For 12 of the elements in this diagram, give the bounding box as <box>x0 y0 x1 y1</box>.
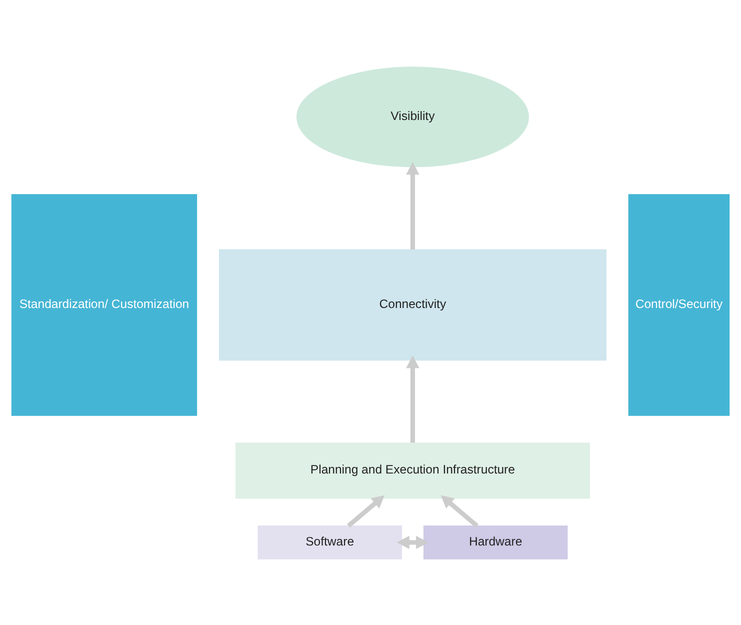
arrow <box>406 162 420 249</box>
node-box: Standardization/ Customization <box>11 194 198 416</box>
node-box: Planning and Execution Infrastructure <box>235 442 590 498</box>
node-box: Hardware <box>423 525 568 559</box>
arrow <box>440 494 478 528</box>
arrow <box>346 494 385 528</box>
node-box: Connectivity <box>218 248 606 360</box>
node-ellipse: Visibility <box>296 66 529 167</box>
arrow <box>406 355 420 442</box>
node-box: Software <box>258 525 402 559</box>
node-box: Control/Security <box>628 194 730 416</box>
arrow <box>396 535 429 549</box>
